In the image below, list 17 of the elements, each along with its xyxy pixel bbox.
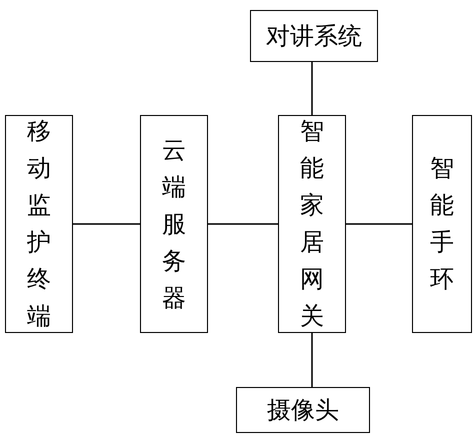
process-box xyxy=(278,115,346,333)
process-box xyxy=(250,10,378,62)
connector-line xyxy=(311,333,313,387)
box-label: 摄像头 xyxy=(267,395,339,426)
connector-line xyxy=(73,223,140,225)
process-box xyxy=(236,387,370,433)
process-box xyxy=(140,115,208,333)
box-label: 云端服务器 xyxy=(161,134,187,314)
process-box xyxy=(5,115,73,333)
box-label: 移动监护终端 xyxy=(26,116,52,332)
box-label: 智能家居网关 xyxy=(299,116,325,332)
connector-line xyxy=(208,223,278,225)
connector-line xyxy=(346,223,412,225)
box-label: 智能手环 xyxy=(429,153,455,295)
box-label: 对讲系统 xyxy=(266,21,362,52)
connector-line xyxy=(311,62,313,115)
process-box xyxy=(412,115,472,333)
